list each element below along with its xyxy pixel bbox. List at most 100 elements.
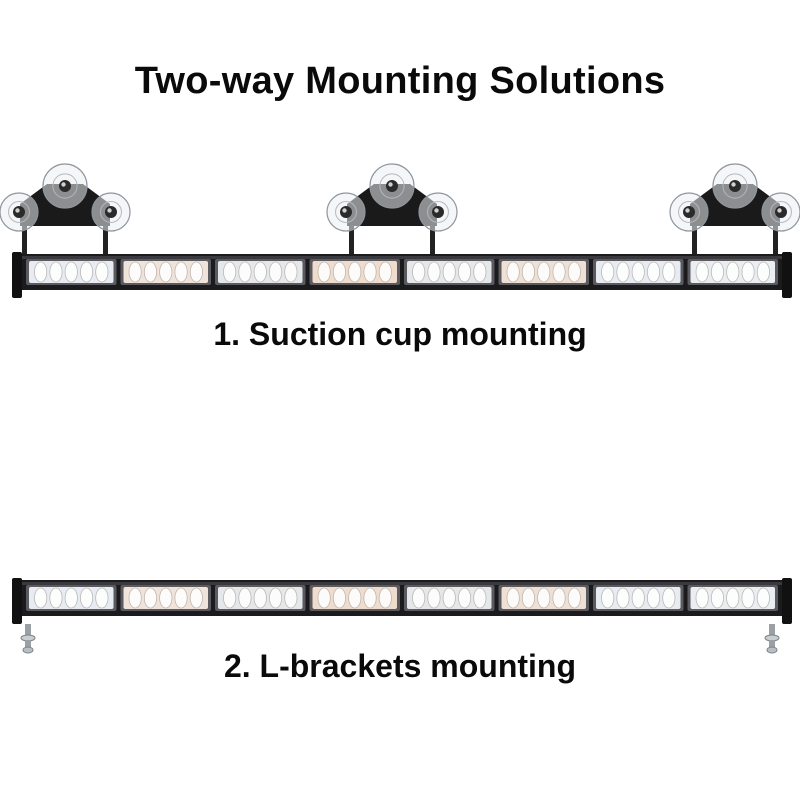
led — [427, 587, 441, 609]
led — [442, 261, 456, 283]
led — [223, 261, 237, 283]
led — [363, 261, 377, 283]
led — [412, 261, 426, 283]
led — [174, 587, 188, 609]
led — [34, 261, 48, 283]
lightbar-suction-mount — [12, 252, 792, 298]
housing-highlight — [14, 582, 790, 585]
led — [348, 261, 362, 283]
suction-cup — [418, 192, 458, 232]
led — [646, 587, 661, 609]
led — [143, 587, 158, 609]
l-bracket — [764, 624, 780, 654]
led — [473, 587, 487, 609]
led — [567, 587, 581, 609]
led — [363, 587, 377, 609]
suction-cup-mount — [0, 163, 131, 258]
led — [223, 587, 237, 609]
end-cap-left — [12, 252, 22, 298]
led — [506, 261, 520, 283]
suction-cup — [669, 192, 709, 232]
light-module — [593, 259, 684, 285]
led — [253, 261, 267, 283]
led — [238, 261, 252, 283]
led — [332, 261, 347, 283]
light-module — [120, 259, 211, 285]
l-bracket-mounts — [20, 624, 780, 654]
led — [332, 587, 347, 609]
suction-cup — [0, 192, 39, 232]
led — [412, 587, 426, 609]
led — [521, 587, 535, 609]
page-title: Two-way Mounting Solutions — [134, 60, 666, 102]
led — [631, 261, 645, 283]
led — [159, 587, 173, 609]
led — [473, 261, 487, 283]
led — [601, 587, 615, 609]
suction-cup — [326, 192, 366, 232]
led — [49, 587, 63, 609]
light-module — [404, 259, 495, 285]
light-module — [215, 585, 306, 611]
led — [537, 587, 551, 609]
led — [646, 261, 661, 283]
led — [317, 587, 331, 609]
housing-highlight — [14, 256, 790, 259]
led — [95, 587, 109, 609]
led — [80, 587, 94, 609]
light-module — [687, 259, 778, 285]
led — [442, 587, 456, 609]
light-module — [593, 585, 684, 611]
l-bracket — [20, 624, 36, 654]
light-module — [309, 259, 400, 285]
led — [378, 261, 392, 283]
led — [631, 587, 645, 609]
led — [189, 261, 203, 283]
suction-cup — [761, 192, 800, 232]
suction-cup-mount-illustration — [0, 163, 800, 298]
light-module — [26, 585, 117, 611]
light-module — [498, 585, 589, 611]
light-module — [404, 585, 495, 611]
led — [695, 261, 709, 283]
end-cap-right — [782, 252, 792, 298]
led — [741, 587, 755, 609]
led — [95, 261, 109, 283]
led — [552, 587, 566, 609]
light-module — [215, 259, 306, 285]
led — [506, 587, 520, 609]
led — [348, 587, 362, 609]
led — [662, 261, 676, 283]
led — [253, 587, 267, 609]
light-module — [309, 585, 400, 611]
led — [521, 261, 535, 283]
led — [64, 261, 78, 283]
led — [238, 587, 252, 609]
led — [284, 587, 298, 609]
led — [662, 587, 676, 609]
led — [726, 261, 740, 283]
suction-cup-mount — [326, 163, 458, 258]
lightbar-l-bracket-mount — [12, 578, 792, 624]
suction-cup — [712, 163, 758, 209]
l-bracket-caption: 2. L-brackets mounting — [223, 648, 577, 684]
led — [427, 261, 441, 283]
suction-cup — [42, 163, 88, 209]
led — [128, 261, 142, 283]
led — [34, 587, 48, 609]
suction-cup-mounts — [0, 163, 800, 258]
suction-cup-mount — [669, 163, 800, 258]
led — [317, 261, 331, 283]
suction-cup — [369, 163, 415, 209]
led — [49, 261, 63, 283]
led — [268, 261, 283, 283]
l-bracket-mount-illustration — [12, 578, 792, 654]
led — [537, 261, 551, 283]
led — [284, 261, 298, 283]
led — [64, 587, 78, 609]
led — [80, 261, 94, 283]
led — [756, 261, 770, 283]
led — [378, 587, 392, 609]
light-module — [26, 259, 117, 285]
led — [143, 261, 158, 283]
